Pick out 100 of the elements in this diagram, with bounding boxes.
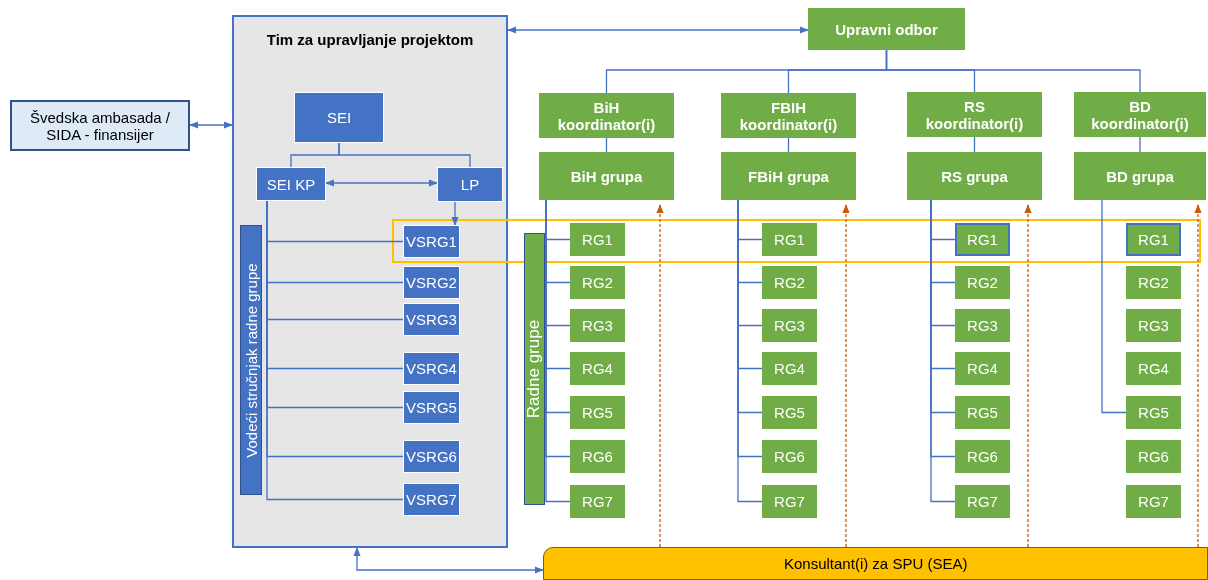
dashed-arrow <box>1024 204 1032 548</box>
process-box <box>955 352 1010 385</box>
process-box <box>539 93 674 138</box>
arrow <box>507 26 809 34</box>
node-label: RG1 <box>582 231 613 248</box>
process-box <box>721 152 856 200</box>
node-label: LP <box>460 176 480 193</box>
node-label: RG7 <box>582 493 613 510</box>
node-label: RG5 <box>774 404 805 421</box>
process-box <box>403 440 460 473</box>
node-label: BiH koordinator(i) <box>556 98 657 133</box>
process-box <box>762 485 817 518</box>
dashed-arrow <box>842 204 850 548</box>
node-label: RG2 <box>1138 274 1169 291</box>
consultant-bar <box>543 547 1208 580</box>
node-label: RG6 <box>967 448 998 465</box>
process-box <box>907 92 1042 137</box>
node-label: RG3 <box>967 317 998 334</box>
process-box <box>762 266 817 299</box>
process-box <box>1074 152 1206 200</box>
connector-line <box>885 49 1141 93</box>
node-label: FBIH koordinator(i) <box>738 98 839 133</box>
process-box <box>955 223 1010 256</box>
node-label: RS koordinator(i) <box>924 97 1025 132</box>
process-box <box>1126 352 1181 385</box>
process-box <box>762 309 817 342</box>
connector-line <box>338 142 471 168</box>
node-label: Švedska ambasada / SIDA - finansijer <box>28 108 172 143</box>
arrow <box>189 121 233 129</box>
process-box <box>256 167 326 201</box>
process-box <box>570 440 625 473</box>
process-box <box>762 440 817 473</box>
process-box <box>570 223 625 256</box>
process-box <box>762 352 817 385</box>
process-box <box>955 440 1010 473</box>
process-box <box>762 223 817 256</box>
node-label: RG6 <box>1138 448 1169 465</box>
process-box <box>539 152 674 200</box>
node-label: RG6 <box>774 448 805 465</box>
vertical-bar <box>240 225 262 495</box>
process-box <box>955 396 1010 429</box>
node-label: RG7 <box>967 493 998 510</box>
node-label: RG5 <box>582 404 613 421</box>
node-label: RG4 <box>774 360 805 377</box>
arrow <box>451 201 459 226</box>
connector-line <box>1101 199 1127 414</box>
process-box <box>570 266 625 299</box>
node-label: VSRG5 <box>406 399 457 416</box>
node-label: Tim za upravljanje projektom <box>266 31 474 48</box>
process-box <box>570 309 625 342</box>
node-label: RG7 <box>1138 493 1169 510</box>
node-label: FBiH grupa <box>748 167 829 185</box>
node-label: RG7 <box>774 493 805 510</box>
process-box <box>570 485 625 518</box>
node-label: VSRG6 <box>406 448 457 465</box>
process-box <box>1126 440 1181 473</box>
node-label: RG2 <box>967 274 998 291</box>
node-label: RG1 <box>774 231 805 248</box>
node-label: BD grupa <box>1106 167 1174 185</box>
node-label: RG3 <box>582 317 613 334</box>
node-label: RG4 <box>582 360 613 377</box>
node-label: RG4 <box>1138 360 1169 377</box>
connector-line <box>787 137 790 153</box>
node-label: BD koordinator(i) <box>1090 97 1190 132</box>
node-label: VSRG7 <box>406 491 457 508</box>
node-label: RG5 <box>967 404 998 421</box>
process-box <box>907 152 1042 200</box>
connector-line <box>605 137 608 153</box>
team-container <box>232 15 508 548</box>
node-label: RS grupa <box>941 167 1008 185</box>
connector-line <box>973 136 976 153</box>
node-label: RG5 <box>1138 404 1169 421</box>
node-label: VSRG1 <box>406 233 457 250</box>
node-label: RG2 <box>774 274 805 291</box>
node-label: VSRG3 <box>406 311 457 328</box>
process-box <box>721 93 856 138</box>
process-box <box>403 266 460 299</box>
process-box <box>1126 266 1181 299</box>
node-label: VSRG2 <box>406 274 457 291</box>
dashed-arrow <box>1194 204 1202 548</box>
node-label: Radne grupe <box>524 319 545 419</box>
process-box <box>403 391 460 424</box>
node-label: VSRG4 <box>406 360 457 377</box>
funder-box <box>10 100 190 151</box>
process-box <box>1074 92 1206 137</box>
process-box <box>403 352 460 385</box>
node-label: SEI <box>326 109 352 126</box>
process-box <box>570 396 625 429</box>
process-box <box>955 485 1010 518</box>
process-box <box>294 92 384 143</box>
process-box <box>955 309 1010 342</box>
dashed-arrow <box>656 204 664 548</box>
node-label: RG1 <box>967 231 998 248</box>
process-box <box>403 225 460 258</box>
vertical-bar <box>524 233 545 505</box>
process-box <box>403 303 460 336</box>
process-box <box>437 167 503 202</box>
connector-line <box>1139 136 1141 153</box>
node-label: RG3 <box>1138 317 1169 334</box>
node-label: Konsultant(i) za SPU (SEA) <box>784 555 968 572</box>
